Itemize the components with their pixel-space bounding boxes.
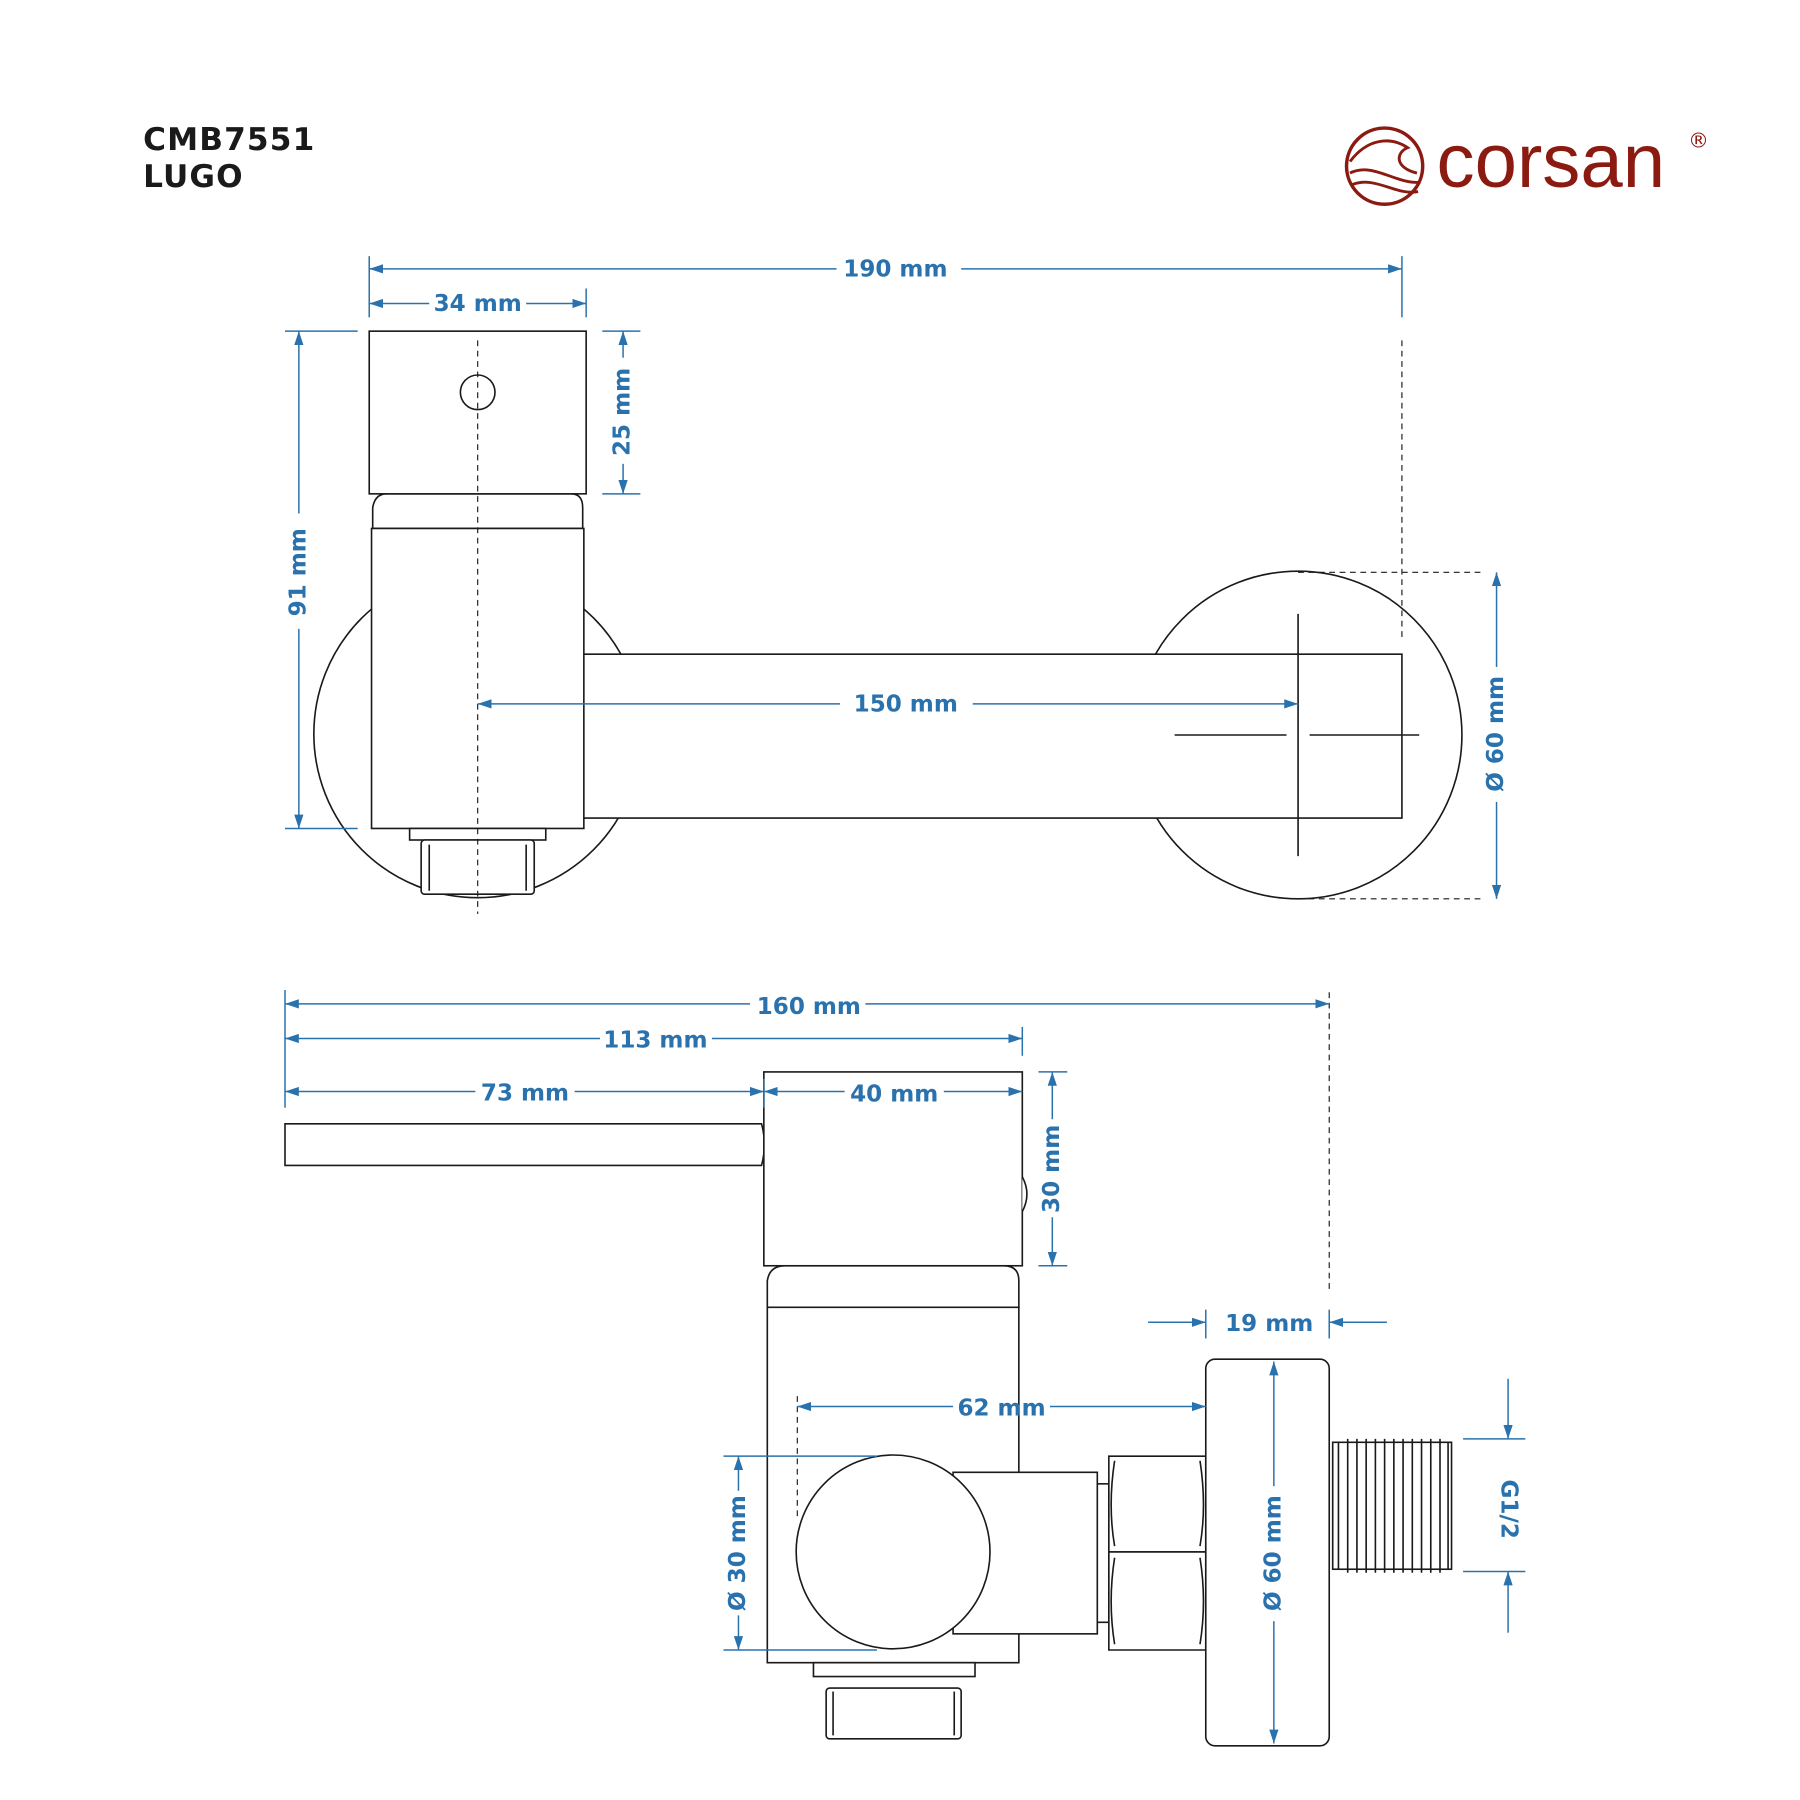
- dimension-thread: G1/2: [1496, 1378, 1522, 1633]
- corsan-logo: corsan ®: [1344, 119, 1709, 206]
- dimension-34: 34 mm: [369, 291, 587, 317]
- wall-plate: [1204, 1358, 1331, 1747]
- dim-thread: G1/2: [1496, 1480, 1522, 1539]
- dim-side-handle-height: 30 mm: [1039, 1125, 1065, 1213]
- dim-lever-length: 73 mm: [481, 1080, 569, 1106]
- dimension-30: 30 mm: [1039, 1071, 1065, 1266]
- side-outlet-nut: [825, 1687, 962, 1740]
- dimension-diameter-60-side: Ø 60 mm: [1260, 1361, 1286, 1744]
- side-view: [284, 989, 1526, 1747]
- dimension-160: 160 mm: [285, 994, 1330, 1020]
- brand-name: corsan: [1437, 119, 1666, 204]
- dimension-190: 190 mm: [369, 257, 1402, 283]
- side-body-cap: [766, 1264, 1020, 1309]
- top-view: [285, 256, 1481, 914]
- dim-overall-width: 190 mm: [843, 257, 947, 283]
- dim-center-distance: 150 mm: [854, 692, 958, 718]
- dimension-diameter-30: Ø 30 mm: [725, 1456, 751, 1650]
- hex-nut-bottom: [1108, 1551, 1207, 1651]
- dimension-91: 91 mm: [285, 331, 311, 829]
- dim-handle-width: 34 mm: [434, 291, 522, 317]
- dim-outlet-offset: 62 mm: [957, 1395, 1045, 1421]
- dim-plate-thickness: 19 mm: [1225, 1311, 1313, 1337]
- side-handle: [763, 1071, 1024, 1267]
- dimension-19: 19 mm: [1148, 1311, 1387, 1337]
- dimension-150: 150 mm: [477, 692, 1299, 718]
- dim-plate-diameter: Ø 60 mm: [1260, 1495, 1286, 1611]
- dimension-25: 25 mm: [610, 331, 636, 494]
- dim-escutcheon-diameter: Ø 60 mm: [1483, 676, 1509, 792]
- dimension-113: 113 mm: [285, 1027, 1023, 1053]
- lever: [284, 1123, 766, 1167]
- dim-handle-depth: 113 mm: [603, 1027, 707, 1053]
- hex-nut-top: [1108, 1455, 1207, 1553]
- dim-handle-height: 25 mm: [610, 368, 636, 456]
- model-code: CMB7551: [143, 122, 315, 158]
- mixer-arm: [543, 653, 1403, 819]
- dimension-73: 73 mm: [285, 1080, 764, 1106]
- model-name: LUGO: [143, 159, 244, 195]
- outlet-circle: [795, 1454, 991, 1650]
- thread-connector: [1331, 1441, 1453, 1571]
- dimension-40: 40 mm: [763, 1082, 1023, 1108]
- side-outlet-ring: [812, 1661, 976, 1678]
- dimension-diameter-60-top: Ø 60 mm: [1483, 572, 1509, 899]
- thread-lines: [1337, 1438, 1449, 1573]
- dim-total-height: 91 mm: [285, 528, 311, 616]
- dimension-62: 62 mm: [797, 1395, 1206, 1421]
- handle-bump: [1021, 1176, 1028, 1212]
- dim-outlet-diameter: Ø 30 mm: [725, 1495, 751, 1611]
- dim-overall-depth: 160 mm: [757, 994, 861, 1020]
- dim-handle-length: 40 mm: [850, 1082, 938, 1108]
- registered-mark: ®: [1688, 129, 1709, 153]
